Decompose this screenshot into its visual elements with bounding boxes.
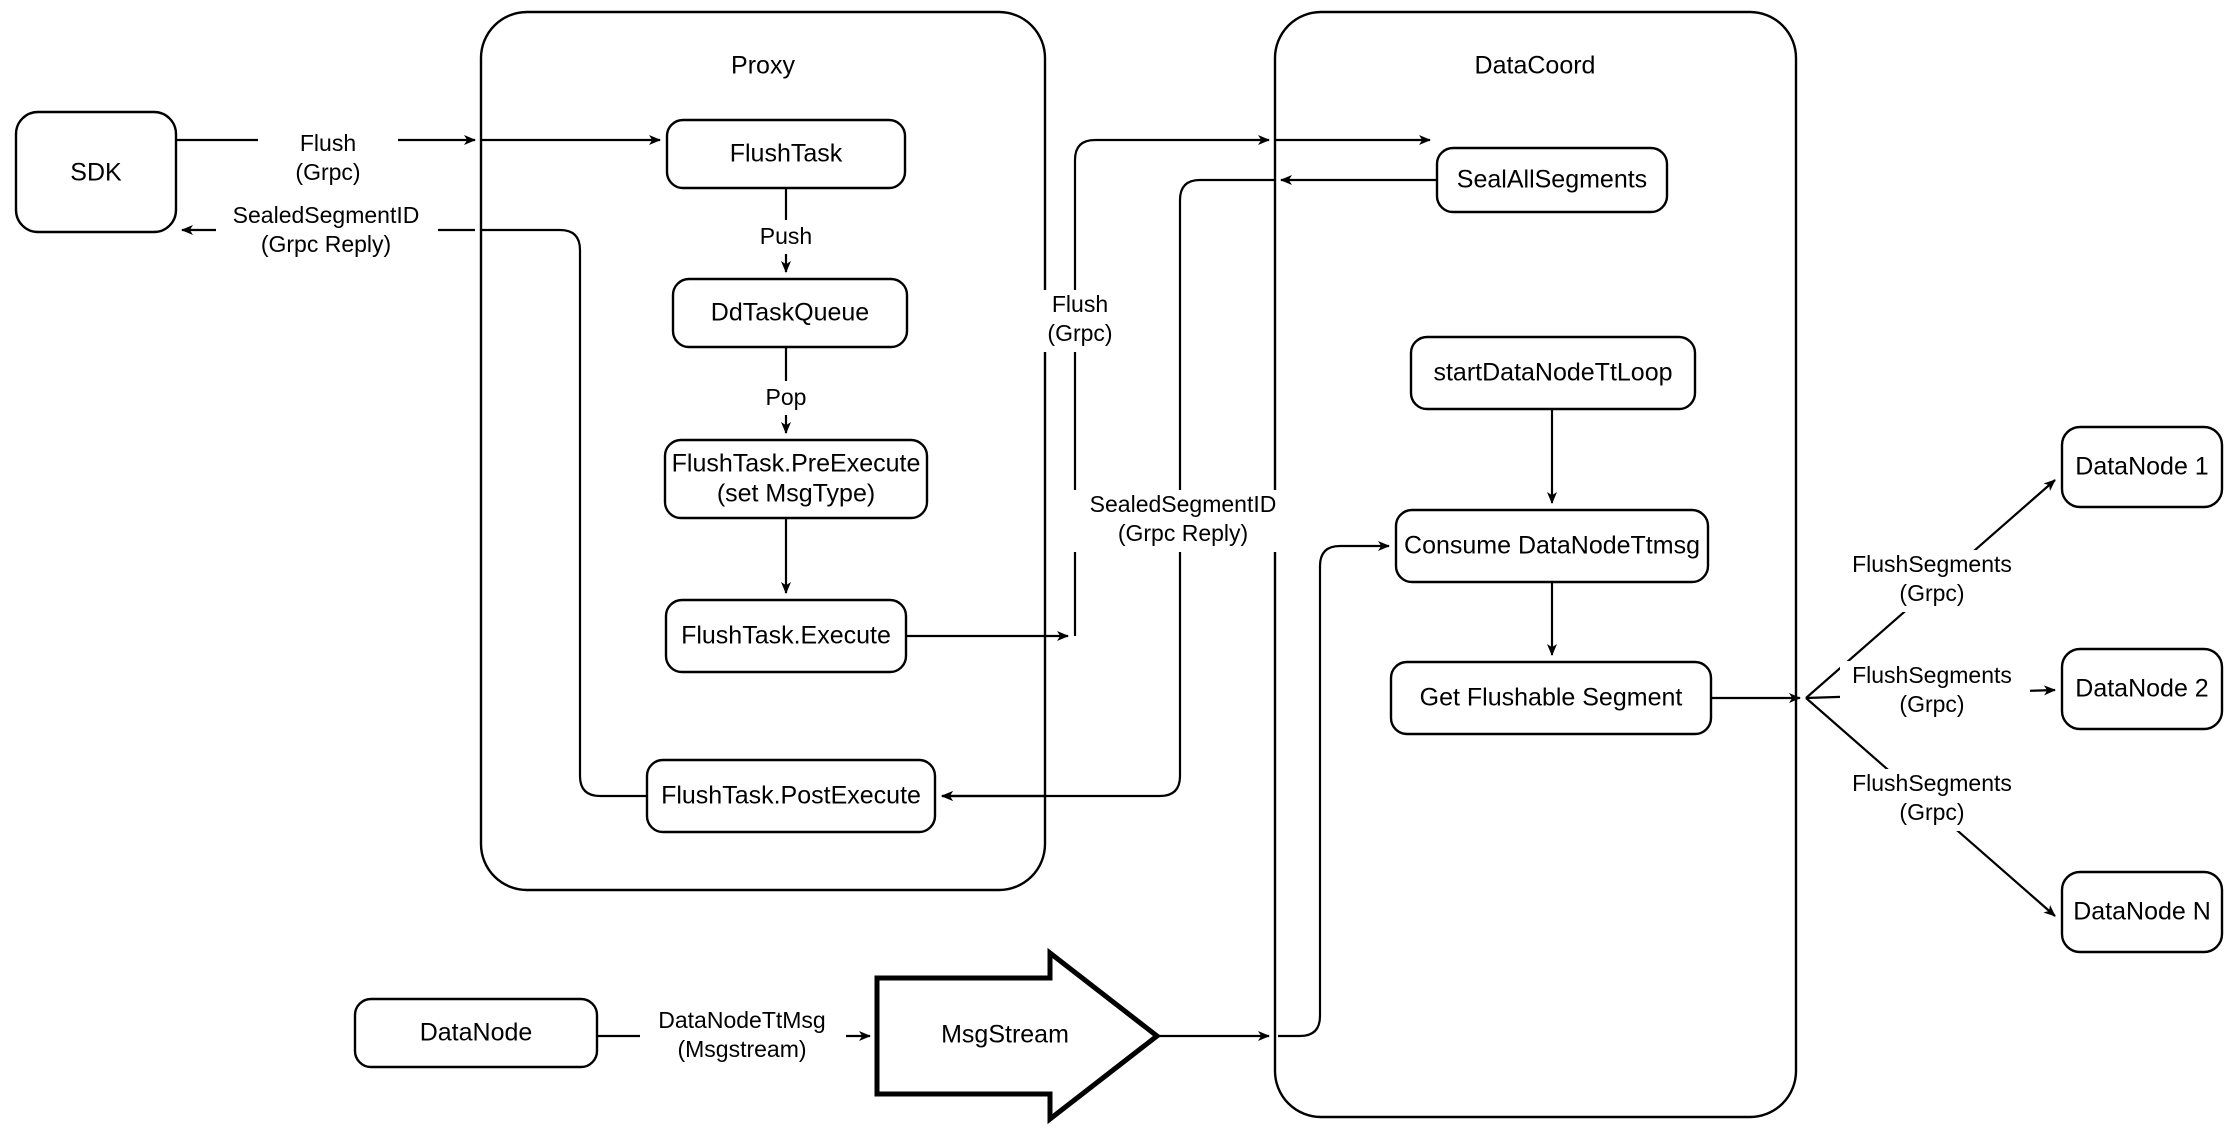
node-sealallsegments[interactable]: SealAllSegments [1435, 146, 1669, 214]
edge-label-flushsegments-n: FlushSegments (Grpc) [1840, 769, 2030, 831]
edge-label-flushsegments-2: FlushSegments (Grpc) [1840, 661, 2030, 723]
edge-label-datanodettmsg: DataNodeTtMsg (Msgstream) [640, 1006, 846, 1066]
edge-label-pop-text: Pop [766, 384, 807, 410]
edge-label-flush-sdk-line2: (Grpc) [295, 159, 360, 185]
node-datanode-n[interactable]: DataNode N [2060, 870, 2224, 954]
edge-label-flushsegments-1: FlushSegments (Grpc) [1840, 550, 2030, 612]
group-proxy [479, 10, 1047, 892]
node-preexecute-label-line2: (set MsgType) [717, 480, 875, 508]
edge-label-fs2-line2: (Grpc) [1899, 691, 1964, 717]
node-consume-label: Consume DataNodeTtmsg [1404, 532, 1700, 560]
node-flushable-label: Get Flushable Segment [1420, 684, 1683, 712]
node-postexecute-label: FlushTask.PostExecute [661, 782, 921, 810]
edge-label-sealed-sdk-line1: SealedSegmentID [233, 202, 420, 228]
edge-label-flush-proxy-line2: (Grpc) [1047, 320, 1112, 346]
edge-label-sealed-proxy-line1: SealedSegmentID [1090, 491, 1277, 517]
group-label-proxy: Proxy [731, 52, 795, 80]
edge-label-flush-grpc-sdk: Flush (Grpc) [258, 128, 398, 190]
edge-postexecute-to-sdkreply [481, 228, 647, 798]
group-label-datacoord: DataCoord [1475, 52, 1596, 80]
edge-sealed-reply-to-postexecute [941, 178, 1275, 801]
edge-datacoord-riser-to-consume [1278, 541, 1390, 1038]
node-sealall-label: SealAllSegments [1457, 166, 1647, 194]
node-execute-label: FlushTask.Execute [681, 622, 891, 650]
edge-label-ttmsg-line2: (Msgstream) [677, 1036, 806, 1062]
node-datanode[interactable]: DataNode [353, 997, 599, 1069]
edge-label-fs1-line2: (Grpc) [1899, 580, 1964, 606]
node-ddtaskqueue-label: DdTaskQueue [711, 299, 869, 327]
edge-label-flush-grpc-proxy: Flush (Grpc) [1012, 290, 1132, 352]
node-preexecute-label-line1: FlushTask.PreExecute [672, 450, 921, 478]
edge-label-fsn-line2: (Grpc) [1899, 799, 1964, 825]
edge-label-fsn-line1: FlushSegments [1852, 770, 2012, 796]
node-flushtask-preexecute[interactable]: FlushTask.PreExecute (set MsgType) [663, 438, 929, 520]
edge-label-flush-sdk-line1: Flush [300, 130, 356, 156]
node-consume-datanodettmsg[interactable]: Consume DataNodeTtmsg [1394, 508, 1710, 584]
node-datanode-label: DataNode [420, 1019, 533, 1047]
node-datanode2-label: DataNode 2 [2075, 675, 2208, 703]
node-flushtask-label: FlushTask [730, 140, 843, 168]
node-get-flushable-segment[interactable]: Get Flushable Segment [1389, 660, 1713, 736]
edge-label-sealedsegmentid-proxy: SealedSegmentID (Grpc Reply) [1073, 490, 1295, 552]
node-ddtaskqueue[interactable]: DdTaskQueue [671, 277, 909, 349]
node-datanode-2[interactable]: DataNode 2 [2060, 647, 2224, 731]
edge-label-push-text: Push [760, 223, 812, 249]
node-startdatanodettloop[interactable]: startDataNodeTtLoop [1409, 335, 1697, 411]
edge-label-sealed-proxy-line2: (Grpc Reply) [1118, 520, 1248, 546]
edge-label-push: Push [746, 220, 826, 254]
edge-label-ttmsg-line1: DataNodeTtMsg [658, 1007, 825, 1033]
edge-label-flush-proxy-line1: Flush [1052, 291, 1108, 317]
node-msgstream[interactable]: MsgStream [874, 947, 1162, 1125]
edge-label-sealed-sdk-line2: (Grpc Reply) [261, 231, 391, 257]
node-sdk[interactable]: SDK [14, 110, 178, 234]
node-msgstream-label: MsgStream [941, 1021, 1069, 1049]
edge-label-sealedsegmentid-sdk: SealedSegmentID (Grpc Reply) [216, 200, 438, 260]
edge-label-pop: Pop [750, 381, 822, 415]
node-flushtask-postexecute[interactable]: FlushTask.PostExecute [645, 758, 937, 834]
edge-label-fs2-line1: FlushSegments [1852, 662, 2012, 688]
edge-flush-grpc-to-datacoord [1073, 135, 1270, 636]
node-flushtask[interactable]: FlushTask [665, 118, 907, 190]
node-ttloop-label: startDataNodeTtLoop [1433, 359, 1672, 387]
node-datanode1-label: DataNode 1 [2075, 453, 2208, 481]
node-flushtask-execute[interactable]: FlushTask.Execute [664, 598, 908, 674]
node-sdk-label: SDK [70, 159, 122, 187]
group-datacoord [1273, 10, 1798, 1119]
node-datanode-1[interactable]: DataNode 1 [2060, 425, 2224, 509]
edge-label-fs1-line1: FlushSegments [1852, 551, 2012, 577]
node-datanodeN-label: DataNode N [2073, 898, 2211, 926]
